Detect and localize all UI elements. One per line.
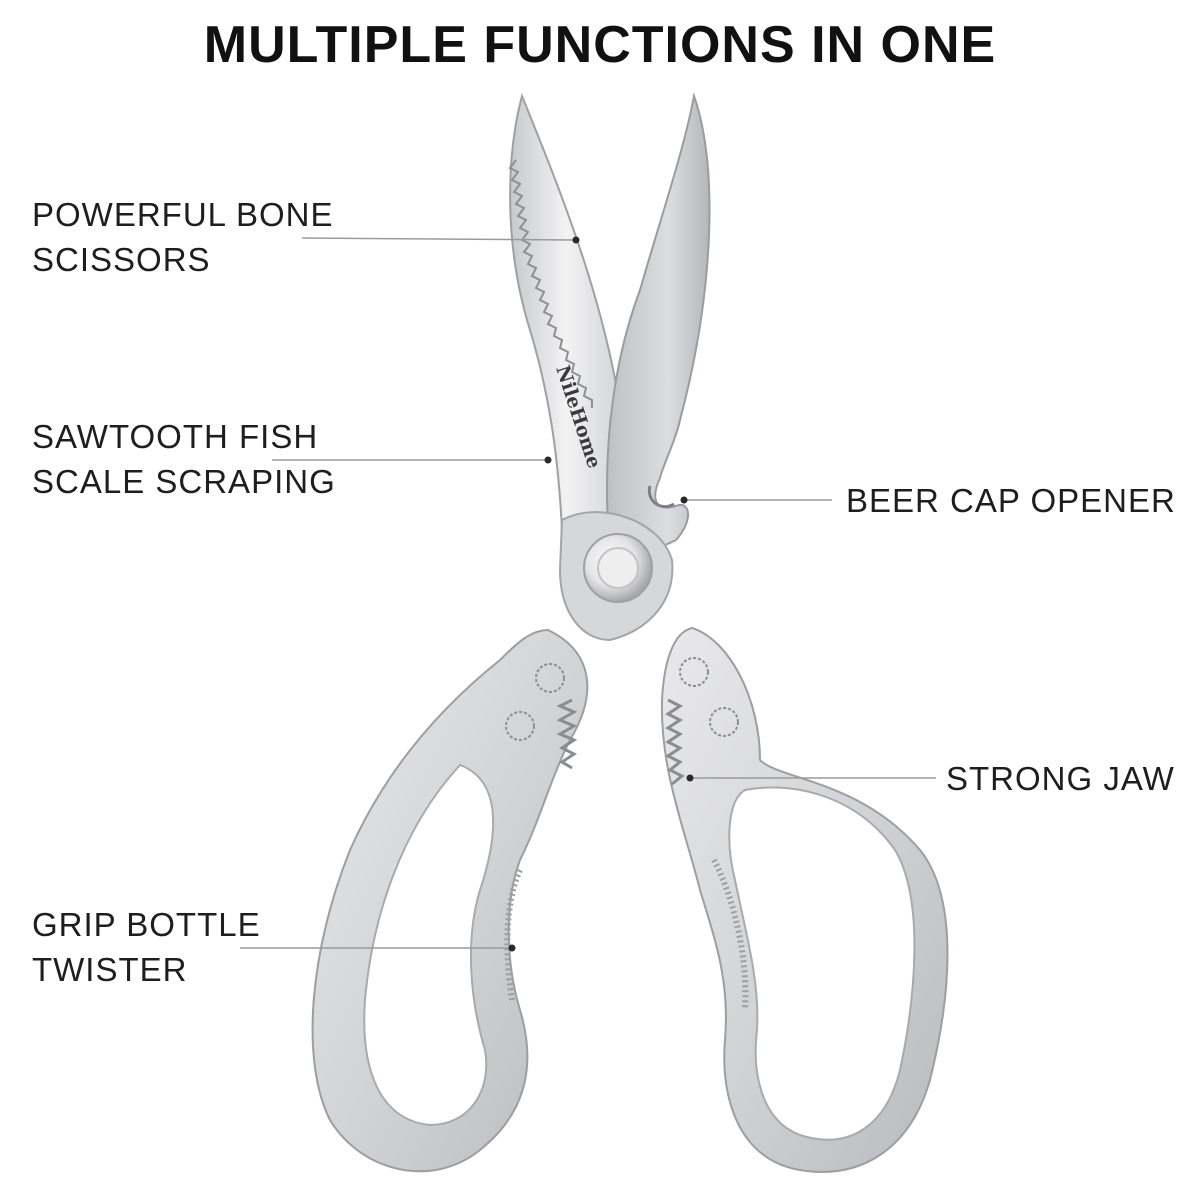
right-handle [660, 626, 949, 1173]
callout-bone-scissors: POWERFUL BONE SCISSORS [32, 192, 333, 282]
callout-line: TWISTER [32, 951, 188, 988]
callout-line: SAWTOOTH FISH [32, 418, 319, 455]
callout-grip-bottle: GRIP BOTTLE TWISTER [32, 902, 261, 992]
callout-line: GRIP BOTTLE [32, 906, 261, 943]
headline: MULTIPLE FUNCTIONS IN ONE [203, 16, 997, 74]
leader-bone [301, 237, 577, 241]
leader-dots [508, 236, 694, 952]
callout-line: SCISSORS [32, 241, 211, 278]
callout-line: STRONG JAW [946, 760, 1175, 797]
callout-fish-scale: SAWTOOTH FISH SCALE SCRAPING [32, 414, 336, 504]
callout-line: BEER CAP OPENER [846, 482, 1176, 519]
callout-line: SCALE SCRAPING [32, 463, 336, 500]
right-blade [606, 92, 711, 572]
callout-line: POWERFUL BONE [32, 196, 334, 233]
callout-beer-cap: BEER CAP OPENER [846, 478, 1176, 523]
pivot-screw [558, 511, 674, 642]
left-handle [311, 628, 589, 1173]
left-blade [508, 92, 624, 562]
callout-strong-jaw: STRONG JAW [946, 756, 1175, 801]
leader-lines [240, 237, 936, 949]
